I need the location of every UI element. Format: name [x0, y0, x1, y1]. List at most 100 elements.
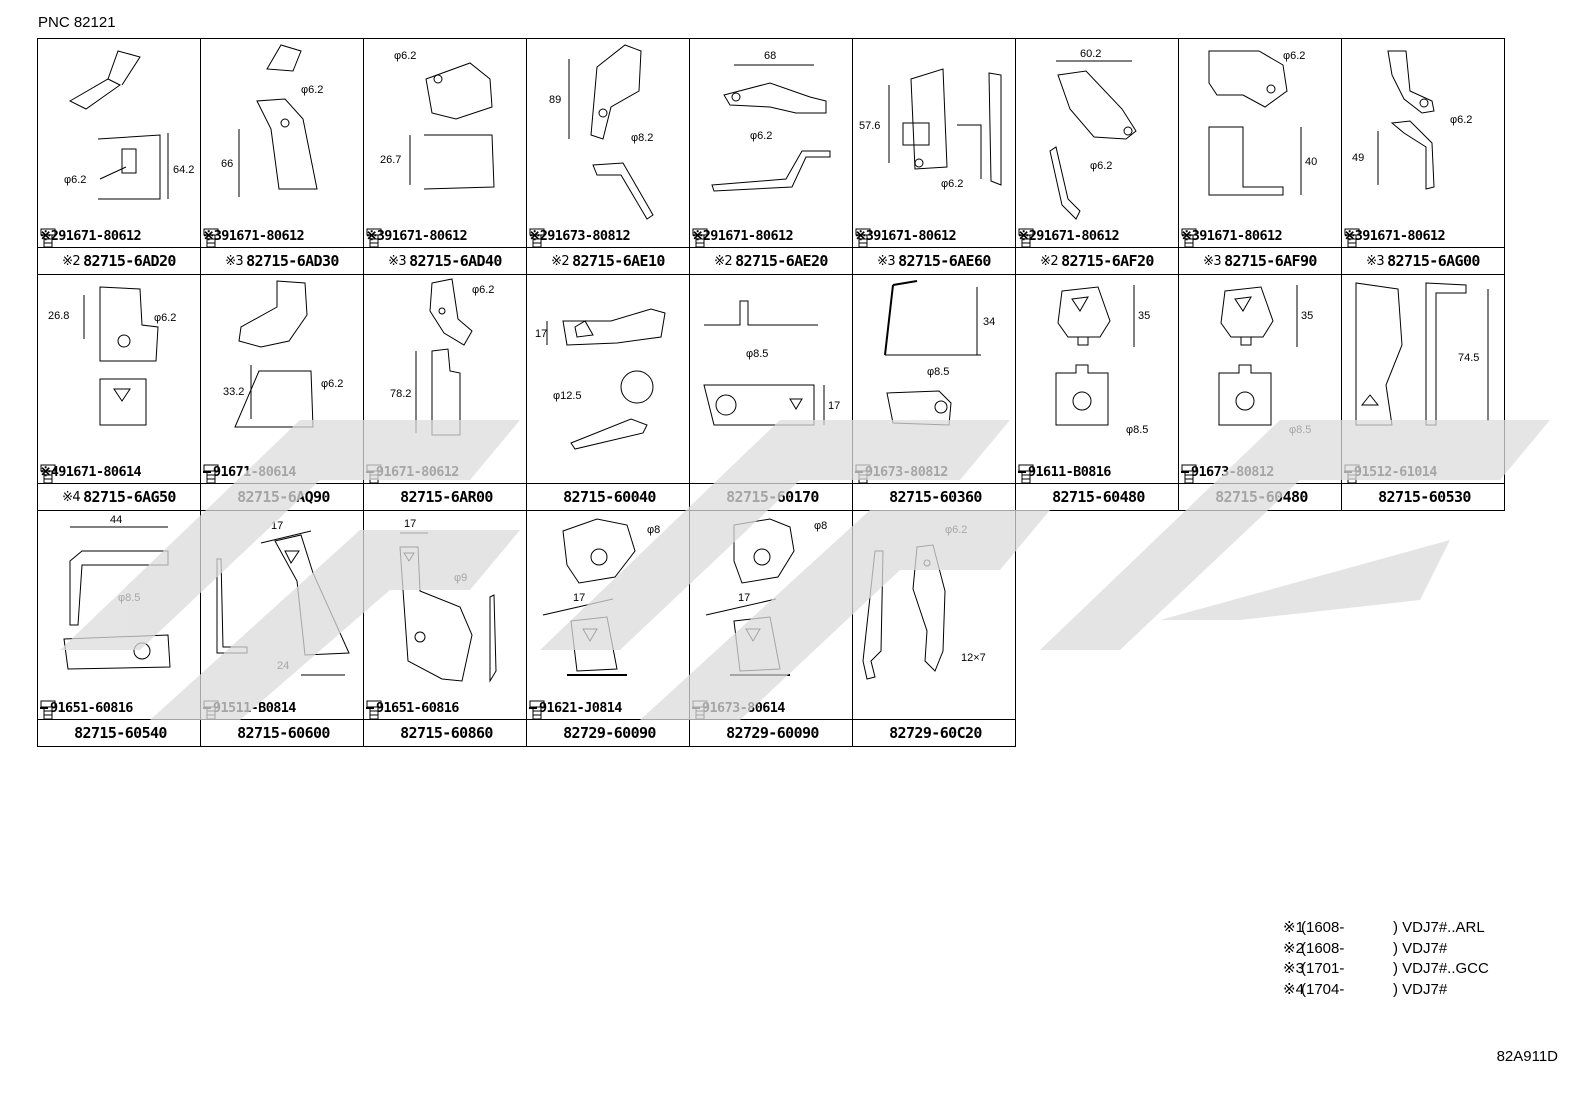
bolt-number: ※291673-80812 — [529, 228, 631, 244]
svg-text:φ6.2: φ6.2 — [1283, 50, 1305, 62]
bolt-icon — [1018, 228, 1034, 247]
bolt-callout: ※491671-80614 — [40, 464, 200, 483]
svg-text:φ6.2: φ6.2 — [1090, 160, 1112, 172]
bolt-number: ※391671-80612 — [1344, 228, 1446, 244]
bolt-icon — [1344, 228, 1360, 247]
part-number-box: 82715-60860 — [364, 719, 526, 746]
bolt-callout: ※391671-80612 — [366, 228, 526, 247]
svg-text:φ8.5: φ8.5 — [1289, 424, 1311, 436]
part-cell[interactable]: 74.5 91512-61014 82715-60530 — [1342, 275, 1505, 511]
bolt-icon — [366, 700, 382, 719]
part-number: 82715-6AF90 — [1224, 252, 1317, 270]
svg-text:φ12.5: φ12.5 — [553, 390, 582, 402]
bolt-callout: ※291673-80812 — [529, 228, 689, 247]
part-number: 82715-6AQ90 — [237, 488, 330, 506]
part-number-box: 82715-6AQ90 — [201, 483, 363, 510]
svg-text:φ6.2: φ6.2 — [154, 312, 176, 324]
bolt-icon — [1181, 464, 1197, 483]
note-range: (1701- — [1301, 960, 1345, 977]
bolt-callout: 91611-B0816 — [1018, 464, 1178, 483]
svg-text:φ6.2: φ6.2 — [750, 130, 772, 142]
svg-text:φ6.2: φ6.2 — [64, 174, 86, 186]
svg-text:74.5: 74.5 — [1458, 352, 1479, 364]
bolt-number: 91621-J0814 — [539, 700, 622, 716]
part-number-box: 82729-60090 — [527, 719, 689, 746]
part-number-box: 82729-60090 — [690, 719, 852, 746]
bracket-drawing-icon: 78.2φ6.2 — [390, 278, 494, 436]
bolt-icon — [529, 700, 545, 719]
svg-text:40: 40 — [1305, 156, 1317, 168]
svg-text:68: 68 — [764, 50, 776, 62]
part-drawing: 68 φ6.2 ※291671-80612 — [690, 39, 852, 247]
svg-text:φ8.2: φ8.2 — [631, 132, 653, 144]
bolt-icon — [1344, 464, 1360, 483]
pnc-label: PNC 82121 — [38, 14, 116, 31]
svg-text:33.2: 33.2 — [223, 386, 244, 398]
part-number-box: 82715-60480 — [1179, 483, 1341, 510]
part-number: 82715-6AE10 — [572, 252, 665, 270]
part-prefix: ※3 — [388, 253, 407, 269]
bolt-callout: ※391671-80612 — [1181, 228, 1341, 247]
note-mark: ※2 — [1283, 939, 1304, 957]
part-prefix: ※3 — [1366, 253, 1385, 269]
diagram-code: 82A911D — [1496, 1048, 1558, 1065]
bolt-callout: ※291671-80612 — [1018, 228, 1178, 247]
part-drawing: 74.5 91512-61014 — [1342, 275, 1504, 483]
bracket-drawing-icon: 64.2φ6.2 — [64, 50, 194, 200]
part-number: 82715-6AD30 — [246, 252, 339, 270]
bolt-number: 91611-B0816 — [1028, 464, 1111, 480]
part-prefix: ※2 — [62, 253, 81, 269]
bracket-drawing-icon: 33.2φ6.2 — [223, 280, 343, 428]
bolt-icon — [855, 228, 871, 247]
bolt-number: ※291671-80612 — [692, 228, 794, 244]
svg-text:φ8: φ8 — [647, 524, 660, 536]
svg-text:φ6.2: φ6.2 — [472, 284, 494, 296]
svg-text:60.2: 60.2 — [1080, 48, 1101, 60]
svg-text:35: 35 — [1301, 310, 1313, 322]
bolt-icon — [366, 464, 382, 483]
part-prefix: ※3 — [225, 253, 244, 269]
part-number: 82715-6AG00 — [1387, 252, 1480, 270]
bolt-number: 91673-80812 — [1191, 464, 1274, 480]
part-cell[interactable]: 35 φ8.5 91673-80812 82715-60480 — [1179, 275, 1342, 511]
bolt-number: 91512-61014 — [1354, 464, 1437, 480]
model-notes: ※1(1608-) VDJ7#..ARL ※2(1608-) VDJ7# ※3(… — [1283, 918, 1489, 1000]
svg-text:φ9: φ9 — [454, 572, 467, 584]
part-number: 82715-6AE20 — [735, 252, 828, 270]
bracket-drawing-icon: 68 φ6.2 — [711, 50, 831, 192]
